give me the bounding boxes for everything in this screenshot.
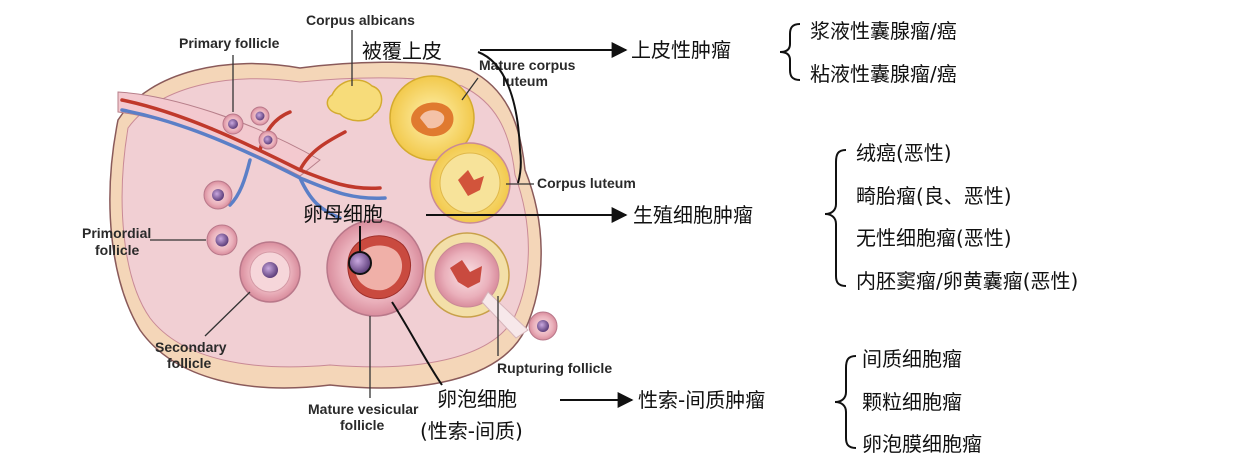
subtype-granulosa: 颗粒细胞瘤 xyxy=(862,390,962,414)
primary-follicles xyxy=(222,106,278,150)
ovary-illustration xyxy=(109,61,558,389)
category-sex-cord: 性索-间质肿瘤 xyxy=(638,388,765,412)
label-secondary-follicle-line1: Secondary xyxy=(155,339,227,355)
brace-sex-cord xyxy=(834,355,857,449)
subtypes-sex-cord: 间质细胞瘤 颗粒细胞瘤 卵泡膜细胞瘤 xyxy=(862,347,982,456)
label-corpus-albicans: Corpus albicans xyxy=(306,12,415,28)
label-mature-vesicular-follicle-line2: follicle xyxy=(340,417,385,433)
subtype-yolk-sac: 内胚窦瘤/卵黄囊瘤(恶性) xyxy=(856,269,1078,293)
subtype-teratoma: 畸胎瘤(良、恶性) xyxy=(856,184,1012,208)
label-primordial-follicle-line2: follicle xyxy=(95,242,140,258)
mature-corpus-luteum xyxy=(389,75,475,161)
subtypes-germ-cell: 绒癌(恶性) 畸胎瘤(良、恶性) 无性细胞瘤(恶性) 内胚窦瘤/卵黄囊瘤(恶性) xyxy=(856,141,1078,293)
label-mature-vesicular-follicle-line1: Mature vesicular xyxy=(308,401,419,417)
corpus-albicans xyxy=(326,79,383,122)
subtype-dysgerminoma: 无性细胞瘤(恶性) xyxy=(856,226,1012,250)
anatomy-labels: Primary follicle Corpus albicans Mature … xyxy=(82,12,636,433)
category-germ-cell: 生殖细胞肿瘤 xyxy=(633,203,753,227)
label-rupturing-follicle: Rupturing follicle xyxy=(497,360,612,376)
secondary-follicle xyxy=(239,241,301,303)
label-corpus-luteum: Corpus luteum xyxy=(537,175,636,191)
anatomy-leaders xyxy=(150,30,534,398)
subtype-mucinous: 粘液性囊腺瘤/癌 xyxy=(810,62,957,86)
origin-follicular-cell-note: (性索-间质) xyxy=(420,419,523,443)
subtype-choriocarcinoma: 绒癌(恶性) xyxy=(856,141,952,165)
corpus-luteum xyxy=(429,142,511,224)
brace-germ-cell xyxy=(824,149,847,287)
subtype-stromal: 间质细胞瘤 xyxy=(862,347,962,371)
label-primordial-follicle-line1: Primordial xyxy=(82,225,151,241)
origin-epithelium: 被覆上皮 xyxy=(362,39,442,63)
rupturing-follicle xyxy=(424,232,529,339)
primordial-follicles xyxy=(203,180,238,256)
subtype-serous: 浆液性囊腺瘤/癌 xyxy=(810,19,957,43)
vein xyxy=(120,108,387,220)
brace-epithelial xyxy=(779,23,801,81)
category-epithelial: 上皮性肿瘤 xyxy=(631,38,731,62)
subtypes-epithelial: 浆液性囊腺瘤/癌 粘液性囊腺瘤/癌 xyxy=(810,19,957,86)
tumor-categories: 上皮性肿瘤 生殖细胞肿瘤 性索-间质肿瘤 xyxy=(631,38,765,412)
mature-vesicular-follicle xyxy=(326,219,424,317)
origin-annotations: 被覆上皮 卵母细胞 卵泡细胞 (性索-间质) xyxy=(303,39,523,443)
follicular-cell-leader xyxy=(391,301,443,386)
origin-follicular-cell: 卵泡细胞 xyxy=(437,387,517,411)
label-primary-follicle: Primary follicle xyxy=(179,35,280,51)
epithelium-surface-outline xyxy=(477,51,522,184)
label-mature-corpus-luteum-line2: luteum xyxy=(502,73,548,89)
label-secondary-follicle-line2: follicle xyxy=(167,355,212,371)
origin-oocyte: 卵母细胞 xyxy=(303,202,383,226)
category-arrows xyxy=(426,42,634,408)
label-mature-corpus-luteum-line1: Mature corpus xyxy=(479,57,576,73)
subtype-thecoma: 卵泡膜细胞瘤 xyxy=(862,432,982,456)
braces xyxy=(779,23,857,449)
released-oocyte xyxy=(528,311,558,341)
